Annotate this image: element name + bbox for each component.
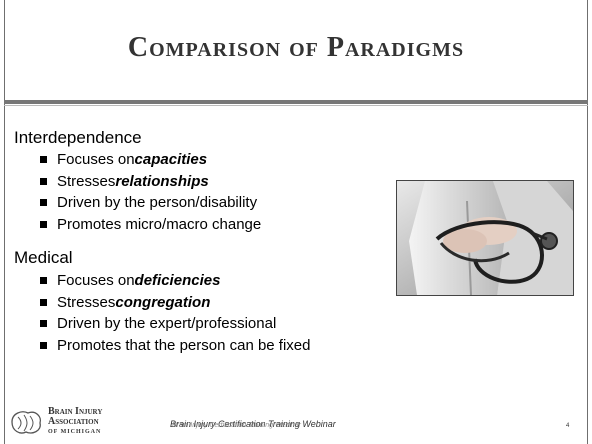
stethoscope-photo — [396, 180, 574, 296]
logo-line-3: of Michigan — [48, 429, 102, 435]
bullet-text: Stresses — [57, 293, 116, 311]
bullet-emphasis: capacities — [134, 151, 208, 168]
footer-caption: Brain Injury Certification Training Webi… — [170, 419, 336, 429]
list-item: Promotes micro/macro change — [40, 214, 261, 236]
page-number: 4 — [566, 423, 570, 429]
medical-bullet-list: Focuses on deficiencies Stresses congreg… — [40, 270, 310, 356]
header-divider-thin — [4, 105, 588, 106]
logo-line-2: Association — [48, 416, 99, 427]
bullet-emphasis: relationships — [115, 172, 209, 190]
bullet-emphasis: congregation — [115, 293, 211, 311]
bullet-square-icon — [40, 298, 47, 306]
bullet-square-icon — [40, 341, 47, 349]
list-item: Driven by the expert/professional — [40, 313, 310, 335]
bullet-square-icon — [40, 320, 47, 328]
bullet-text: Promotes micro/macro change — [57, 215, 262, 233]
bullet-text: Driven by the person/disability — [57, 194, 258, 211]
section-heading-medical: Medical — [14, 248, 73, 267]
bullet-square-icon — [40, 156, 47, 164]
list-item: Focuses on capacities — [40, 149, 261, 171]
bullet-text: Stresses — [57, 172, 116, 190]
slide-title: Comparison of Paradigms — [127, 32, 465, 63]
header-divider — [4, 100, 588, 104]
list-item: Stresses congregation — [40, 292, 310, 314]
bullet-square-icon — [40, 277, 47, 285]
section-heading-interdependence: Interdependence — [14, 128, 142, 147]
bullet-text: Focuses on — [57, 151, 135, 168]
bullet-square-icon — [40, 199, 47, 207]
footer-caption-overlay: Brain Injury Certification Training Webi… — [172, 422, 301, 429]
logo-emblem-icon — [11, 411, 42, 434]
logo-line-1: Brain Injury — [48, 406, 103, 417]
bullet-square-icon — [40, 177, 47, 185]
logo-text: Brain Injury Association of Michigan — [48, 407, 102, 437]
list-item: Stresses relationships — [40, 171, 261, 193]
bullet-text: Focuses on — [57, 272, 135, 289]
list-item: Driven by the person/disability — [40, 192, 261, 214]
bullet-text: Promotes that the person can be fixed — [57, 336, 311, 354]
list-item: Promotes that the person can be fixed — [40, 335, 310, 357]
bullet-emphasis: deficiencies — [134, 272, 221, 289]
list-item: Focuses on deficiencies — [40, 270, 310, 292]
body-area — [4, 102, 588, 444]
bullet-square-icon — [40, 220, 47, 228]
brain-injury-association-logo: Brain Injury Association of Michigan — [8, 407, 128, 437]
interdependence-bullet-list: Focuses on capacities Stresses relations… — [40, 149, 261, 235]
title-area — [4, 0, 588, 102]
bullet-text: Driven by the expert/professional — [57, 315, 277, 332]
